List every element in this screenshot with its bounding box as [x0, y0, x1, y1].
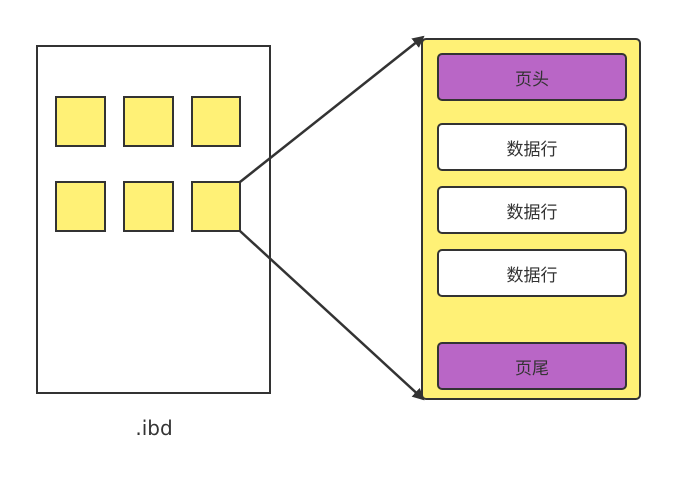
page-trailer: 页尾 — [437, 342, 627, 390]
file-page-4 — [55, 181, 106, 232]
file-page-2 — [123, 96, 174, 147]
file-page-5 — [123, 181, 174, 232]
page-header: 页头 — [437, 53, 627, 101]
file-page-6 — [191, 181, 241, 232]
data-row-1: 数据行 — [437, 123, 627, 171]
file-page-3 — [191, 96, 241, 147]
data-row-2: 数据行 — [437, 186, 627, 234]
zoom-arrow-top — [239, 35, 425, 183]
zoom-arrow-bottom — [239, 230, 425, 401]
page-detail: 页头 数据行 数据行 数据行 页尾 — [421, 38, 641, 400]
file-page-1 — [55, 96, 106, 147]
ibd-file-label: .ibd — [135, 416, 173, 440]
data-row-3: 数据行 — [437, 249, 627, 297]
